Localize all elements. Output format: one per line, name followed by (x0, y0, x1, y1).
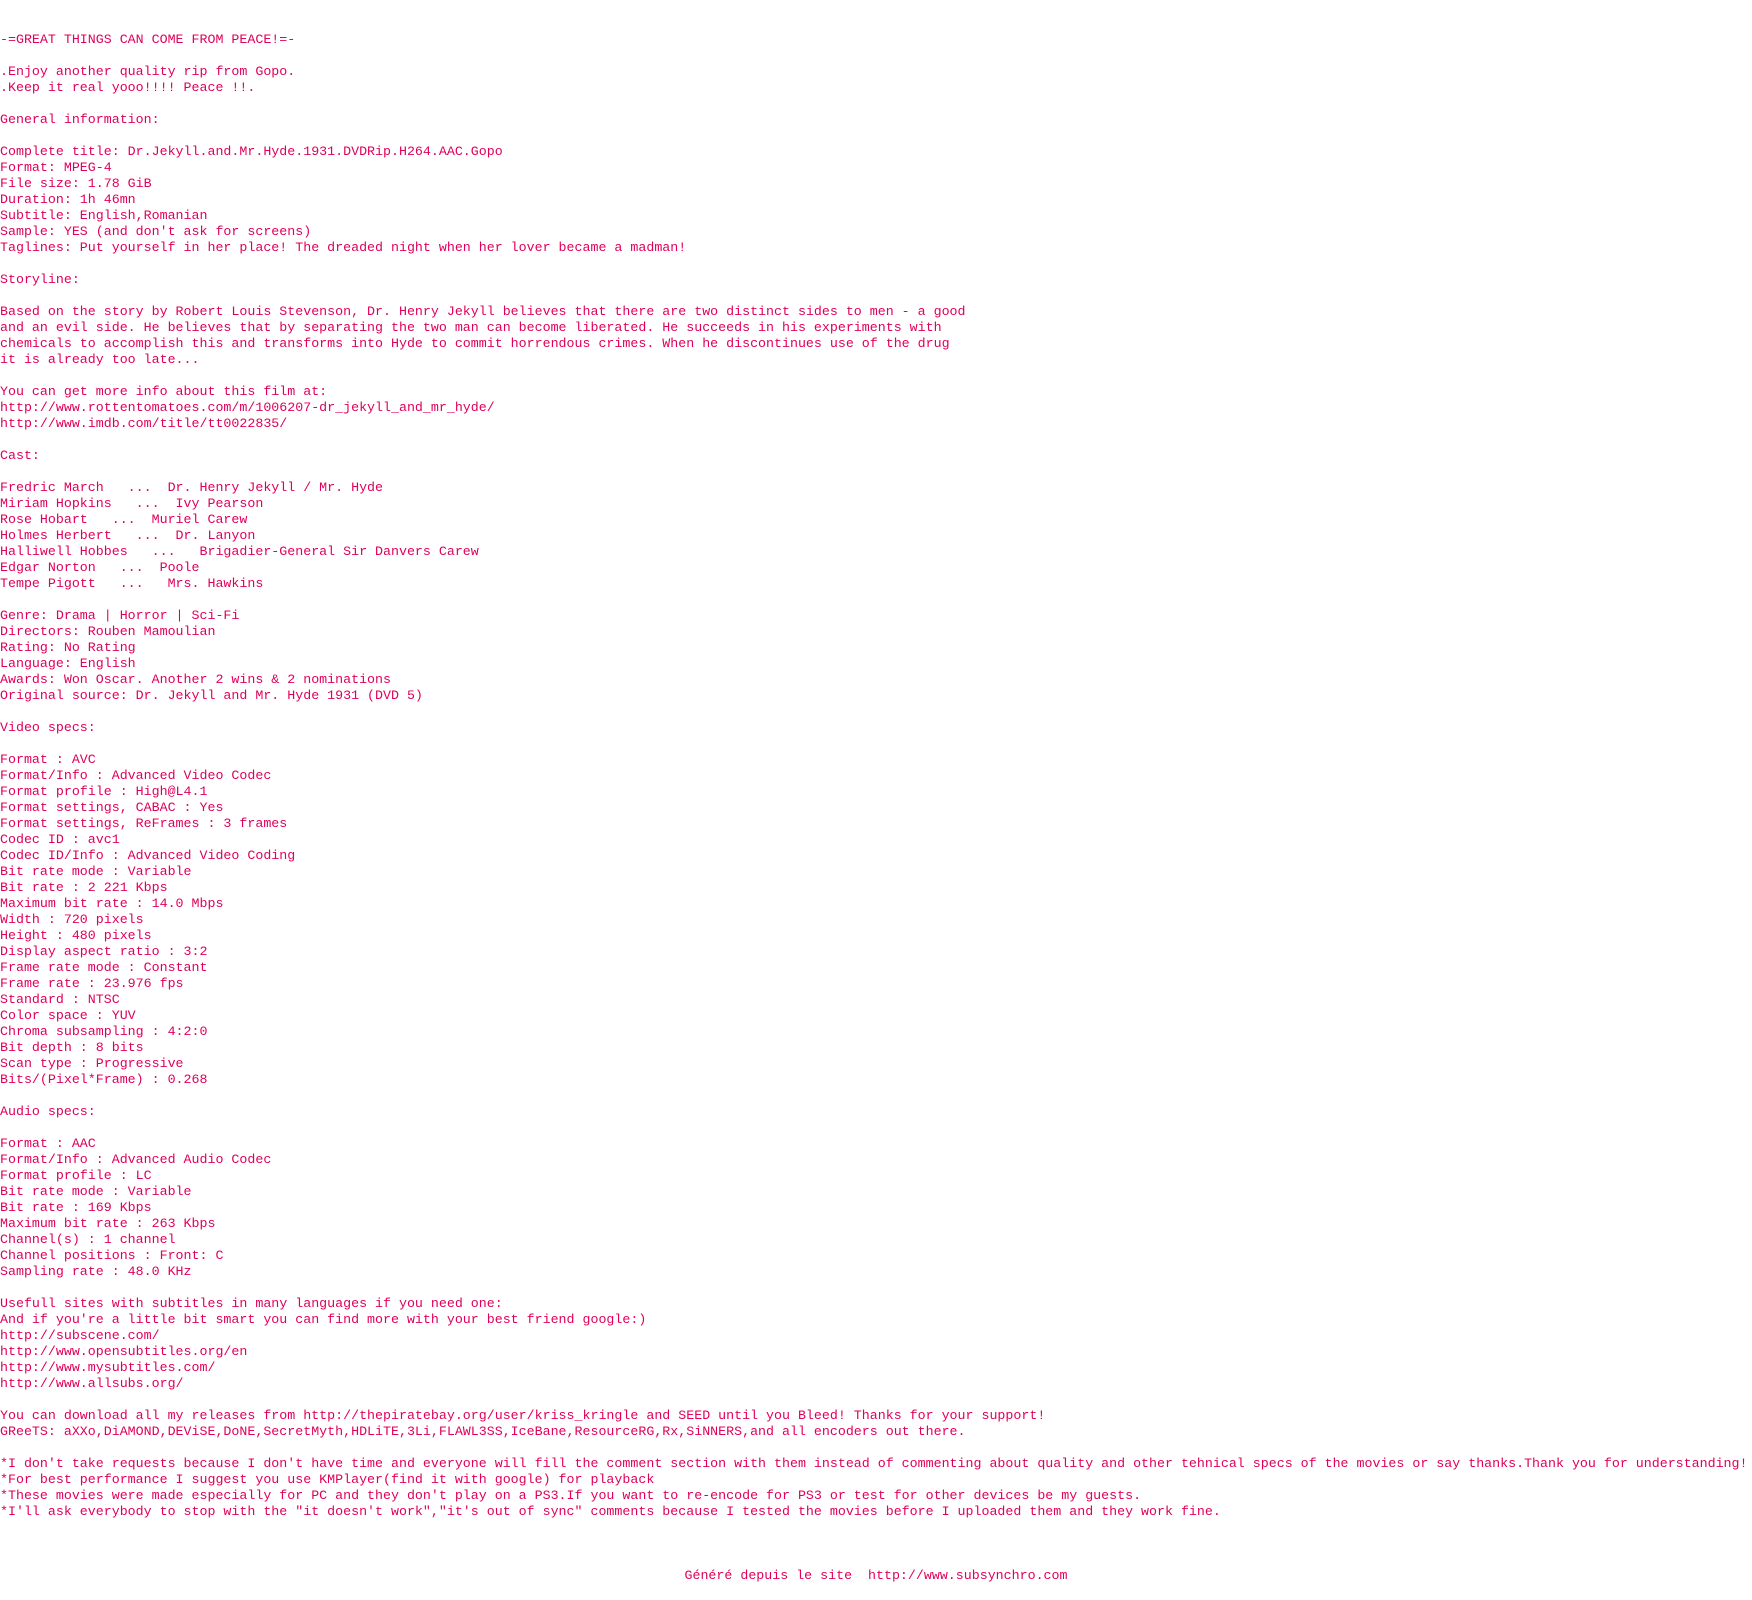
text-line: Holmes Herbert ... Dr. Lanyon (0, 528, 256, 543)
text-line: Chroma subsampling : 4:2:0 (0, 1024, 208, 1039)
text-line: Format settings, ReFrames : 3 frames (0, 816, 288, 831)
text-line: Audio specs: (0, 1104, 96, 1119)
text-line: Storyline: (0, 272, 80, 287)
footer-credit: Généré depuis le site http://www.subsync… (684, 1568, 1068, 1583)
text-line: Taglines: Put yourself in her place! The… (0, 240, 687, 255)
text-line: Genre: Drama | Horror | Sci-Fi (0, 608, 240, 623)
text-line: Language: English (0, 656, 136, 671)
text-line: Complete title: Dr.Jekyll.and.Mr.Hyde.19… (0, 144, 503, 159)
blank-line (0, 432, 1752, 448)
text-line: http://www.opensubtitles.org/en (0, 1344, 248, 1359)
text-line: Frame rate mode : Constant (0, 960, 208, 975)
text-line: http://www.mysubtitles.com/ (0, 1360, 216, 1375)
text-line: Duration: 1h 46mn (0, 192, 136, 207)
text-line: *I'll ask everybody to stop with the "it… (0, 1504, 1221, 1519)
text-line: http://subscene.com/ (0, 1328, 160, 1343)
text-line: GReeTS: aXXo,DiAMOND,DEViSE,DoNE,SecretM… (0, 1424, 966, 1439)
text-line: Bit rate mode : Variable (0, 864, 192, 879)
text-line: Height : 480 pixels (0, 928, 152, 943)
text-line: Halliwell Hobbes ... Brigadier-General S… (0, 544, 479, 559)
text-line: Miriam Hopkins ... Ivy Pearson (0, 496, 264, 511)
text-line: Video specs: (0, 720, 96, 735)
text-line: Channel positions : Front: C (0, 1248, 224, 1263)
blank-line (0, 1088, 1752, 1104)
text-line: You can download all my releases from ht… (0, 1408, 1046, 1423)
text-line: Usefull sites with subtitles in many lan… (0, 1296, 503, 1311)
text-line: and an evil side. He believes that by se… (0, 320, 942, 335)
text-line: General information: (0, 112, 160, 127)
text-line: -=GREAT THINGS CAN COME FROM PEACE!=- (0, 32, 296, 47)
text-line: Bit rate : 2 221 Kbps (0, 880, 168, 895)
document-body: -=GREAT THINGS CAN COME FROM PEACE!=- .En… (0, 32, 1752, 1536)
text-line: You can get more info about this film at… (0, 384, 328, 399)
blank-line (0, 592, 1752, 608)
text-line: *For best performance I suggest you use … (0, 1472, 655, 1487)
blank-line (0, 96, 1752, 112)
text-line: Format/Info : Advanced Video Codec (0, 768, 272, 783)
text-line: it is already too late... (0, 352, 200, 367)
text-line: Bits/(Pixel*Frame) : 0.268 (0, 1072, 208, 1087)
text-line: Format: MPEG-4 (0, 160, 112, 175)
blank-line (0, 128, 1752, 144)
blank-line (0, 1392, 1752, 1408)
text-line: Width : 720 pixels (0, 912, 144, 927)
text-line: Scan type : Progressive (0, 1056, 184, 1071)
blank-line (0, 1520, 1752, 1536)
text-line: Bit rate : 169 Kbps (0, 1200, 152, 1215)
text-line: Based on the story by Robert Louis Steve… (0, 304, 966, 319)
blank-line (0, 256, 1752, 272)
text-line: Sample: YES (and don't ask for screens) (0, 224, 312, 239)
text-line: Rose Hobart ... Muriel Carew (0, 512, 248, 527)
text-line: Tempe Pigott ... Mrs. Hawkins (0, 576, 264, 591)
text-line: Standard : NTSC (0, 992, 120, 1007)
text-line: Maximum bit rate : 263 Kbps (0, 1216, 216, 1231)
text-line: http://www.allsubs.org/ (0, 1376, 184, 1391)
text-line: Format : AVC (0, 752, 96, 767)
text-line: Codec ID : avc1 (0, 832, 120, 847)
text-line: Subtitle: English,Romanian (0, 208, 208, 223)
text-line: .Enjoy another quality rip from Gopo. (0, 64, 296, 79)
blank-line (0, 288, 1752, 304)
text-line: Cast: (0, 448, 40, 463)
text-line: Fredric March ... Dr. Henry Jekyll / Mr.… (0, 480, 384, 495)
text-line: Codec ID/Info : Advanced Video Coding (0, 848, 296, 863)
text-line: Maximum bit rate : 14.0 Mbps (0, 896, 224, 911)
text-line: Awards: Won Oscar. Another 2 wins & 2 no… (0, 672, 391, 687)
text-line: .Keep it real yooo!!!! Peace !!. (0, 80, 256, 95)
text-line: File size: 1.78 GiB (0, 176, 152, 191)
blank-line (0, 48, 1752, 64)
blank-line (0, 368, 1752, 384)
text-line: Format/Info : Advanced Audio Codec (0, 1152, 272, 1167)
text-line: chemicals to accomplish this and transfo… (0, 336, 950, 351)
text-line: http://www.imdb.com/title/tt0022835/ (0, 416, 288, 431)
blank-line (0, 736, 1752, 752)
text-line: Edgar Norton ... Poole (0, 560, 200, 575)
blank-line (0, 1440, 1752, 1456)
text-line: Format settings, CABAC : Yes (0, 800, 224, 815)
text-line: Bit depth : 8 bits (0, 1040, 144, 1055)
text-line: Format profile : High@L4.1 (0, 784, 208, 799)
blank-line (0, 704, 1752, 720)
text-line: Rating: No Rating (0, 640, 136, 655)
text-line: http://www.rottentomatoes.com/m/1006207-… (0, 400, 495, 415)
text-line: Format : AAC (0, 1136, 96, 1151)
blank-line (0, 1120, 1752, 1136)
blank-line (0, 464, 1752, 480)
text-line: Directors: Rouben Mamoulian (0, 624, 216, 639)
text-line: Format profile : LC (0, 1168, 152, 1183)
text-line: Display aspect ratio : 3:2 (0, 944, 208, 959)
blank-line (0, 1280, 1752, 1296)
text-line: Sampling rate : 48.0 KHz (0, 1264, 192, 1279)
text-line: Channel(s) : 1 channel (0, 1232, 176, 1247)
text-line: Frame rate : 23.976 fps (0, 976, 184, 991)
text-line: Bit rate mode : Variable (0, 1184, 192, 1199)
text-line: And if you're a little bit smart you can… (0, 1312, 647, 1327)
text-line: Original source: Dr. Jekyll and Mr. Hyde… (0, 688, 423, 703)
text-line: Color space : YUV (0, 1008, 136, 1023)
text-line: *I don't take requests because I don't h… (0, 1456, 1748, 1471)
text-line: *These movies were made especially for P… (0, 1488, 1142, 1503)
